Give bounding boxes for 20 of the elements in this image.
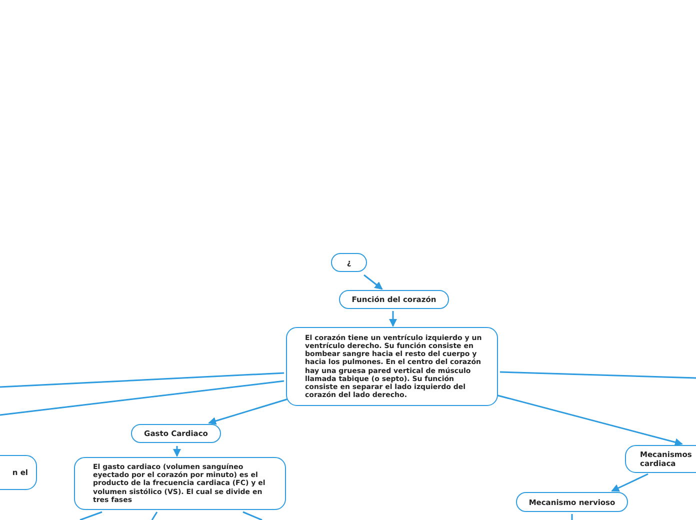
connector-line bbox=[151, 512, 158, 520]
connector-line bbox=[500, 371, 696, 379]
arrow bbox=[173, 446, 181, 457]
topic-box bbox=[339, 290, 449, 309]
topic-box bbox=[625, 445, 696, 473]
arrow bbox=[389, 311, 397, 327]
connector-line bbox=[571, 514, 573, 520]
connector-line bbox=[0, 380, 284, 416]
arrow bbox=[364, 274, 383, 290]
connector-line bbox=[80, 511, 102, 520]
arrow bbox=[496, 394, 683, 446]
small-box bbox=[331, 253, 367, 272]
topic-box bbox=[131, 424, 221, 443]
topic-box bbox=[516, 492, 628, 512]
connector-line bbox=[0, 372, 284, 388]
text-box bbox=[74, 457, 286, 510]
arrow bbox=[208, 398, 288, 425]
connector-line bbox=[242, 511, 262, 520]
text-box bbox=[286, 327, 498, 406]
arrow bbox=[611, 473, 648, 492]
